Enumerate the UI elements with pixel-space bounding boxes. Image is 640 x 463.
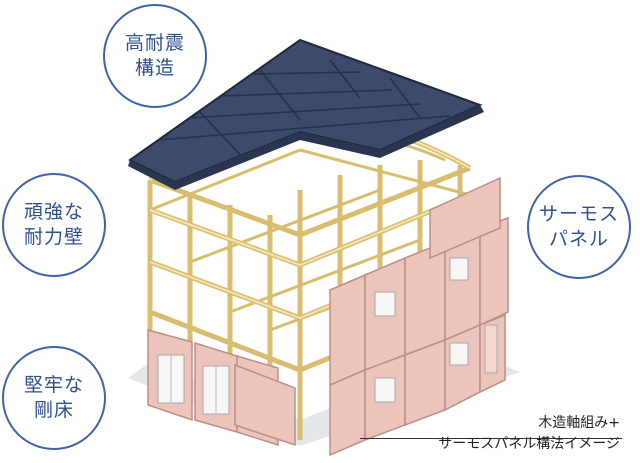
seismic-structure-badge: 高耐震 構造 <box>103 4 207 108</box>
seismic-line-2: 構造 <box>134 57 175 79</box>
roof-lines <box>157 59 451 161</box>
caption-line-1: 木造軸組み+ <box>538 415 620 431</box>
floor-line-2: 剛床 <box>33 399 74 421</box>
floor-panel <box>234 363 296 447</box>
image-caption: 木造軸組み+ サーモスパネル構法イメージ <box>438 413 620 455</box>
seismic-line-1: 高耐震 <box>124 32 185 54</box>
caption-divider <box>360 438 622 439</box>
floor-line-1: 堅牢な <box>23 374 84 396</box>
panel-line-2: パネル <box>548 228 609 250</box>
wall-line-1: 頑強な <box>23 201 84 223</box>
right-wall-panels <box>329 176 509 457</box>
thermos-panel-badge: サーモス パネル <box>527 175 631 279</box>
panel-line-1: サーモス <box>538 203 619 225</box>
rigid-floor-badge: 堅牢な 剛床 <box>2 346 106 450</box>
wall-line-2: 耐力壁 <box>23 226 84 248</box>
bearing-wall-badge: 頑強な 耐力壁 <box>2 173 106 277</box>
caption-line-2: サーモスパネル構法イメージ <box>438 436 620 452</box>
